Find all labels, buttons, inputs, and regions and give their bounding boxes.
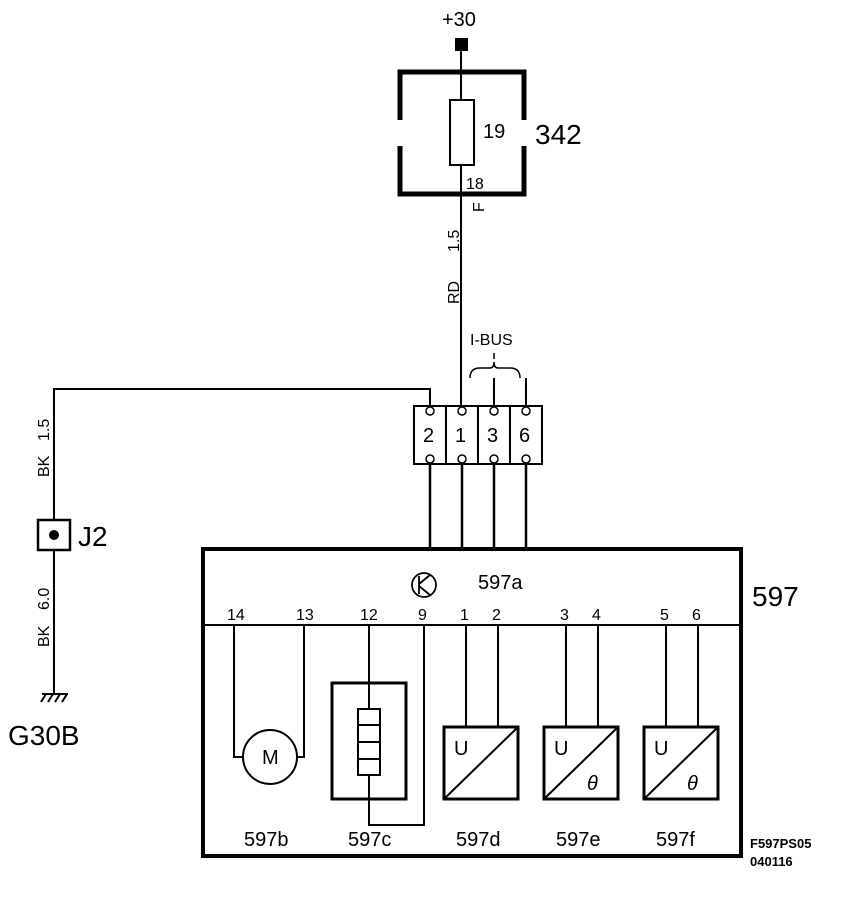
- sensor-u: U: [454, 738, 468, 760]
- ground-wire-upper: [53, 388, 431, 522]
- transistor-icon: [411, 572, 437, 598]
- fuse-number: 19: [483, 121, 505, 143]
- sub-label: 597f: [656, 829, 695, 851]
- drawing-code-line1: F597PS05: [750, 836, 811, 851]
- connector-pin: 1: [455, 425, 466, 447]
- supply-terminal: [455, 38, 468, 51]
- sensor-597d: [442, 625, 520, 801]
- sensor-u: U: [554, 738, 568, 760]
- terminal-label: 13: [296, 607, 314, 624]
- connector-pin: 6: [519, 425, 530, 447]
- ground-symbol: [40, 693, 68, 703]
- fuse-box-pin-letter: F: [471, 202, 488, 212]
- ground-wire-upper-color: BK: [36, 455, 53, 477]
- terminal-label: 5: [660, 607, 669, 624]
- module-id: 597: [752, 581, 799, 612]
- fuse-box-pin-out: 18: [466, 176, 484, 193]
- sub-label: 597e: [556, 829, 601, 851]
- module-597: [201, 547, 743, 858]
- rd-wire-size: 1.5: [446, 230, 463, 252]
- motor-symbol: M: [262, 747, 279, 769]
- junction-dot: [49, 530, 59, 540]
- heater-597c: [330, 625, 425, 826]
- motor-597b: [233, 625, 305, 785]
- terminal-label: 6: [692, 607, 701, 624]
- terminal-label: 3: [560, 607, 569, 624]
- ground-wire-lower-size: 6.0: [36, 588, 53, 610]
- terminal-label: 12: [360, 607, 378, 624]
- fuse-element: [449, 99, 475, 166]
- ground-wire-lower-color: BK: [36, 625, 53, 647]
- drawing-code-line2: 040116: [750, 854, 793, 869]
- connector-pin: 3: [487, 425, 498, 447]
- sub-label: 597b: [244, 829, 289, 851]
- sub-label: 597c: [348, 829, 391, 851]
- sub-label: 597d: [456, 829, 501, 851]
- sub-a-label: 597a: [478, 572, 523, 594]
- terminal-label: 14: [227, 607, 245, 624]
- rd-wire-color: RD: [446, 281, 463, 304]
- connector-pin: 2: [423, 425, 434, 447]
- ibus-brace: [469, 361, 521, 379]
- sensor-597f: [642, 625, 720, 801]
- terminal-label: 2: [492, 607, 501, 624]
- sensor-theta: θ: [587, 773, 598, 795]
- sensor-u: U: [654, 738, 668, 760]
- module-feed-wires: [428, 464, 528, 549]
- ground-wire-upper-size: 1.5: [36, 419, 53, 441]
- ground-id: G30B: [8, 720, 80, 751]
- terminal-label: 9: [418, 607, 427, 624]
- sensor-597e: [542, 625, 620, 801]
- terminal-label: 4: [592, 607, 601, 624]
- sensor-theta: θ: [687, 773, 698, 795]
- supply-label: +30: [442, 9, 476, 31]
- junction-id: J2: [78, 521, 108, 552]
- fuse-box-id: 342: [535, 119, 582, 150]
- connector-pin-circles: [425, 406, 531, 464]
- ibus-label: I-BUS: [470, 332, 513, 349]
- terminal-label: 1: [460, 607, 469, 624]
